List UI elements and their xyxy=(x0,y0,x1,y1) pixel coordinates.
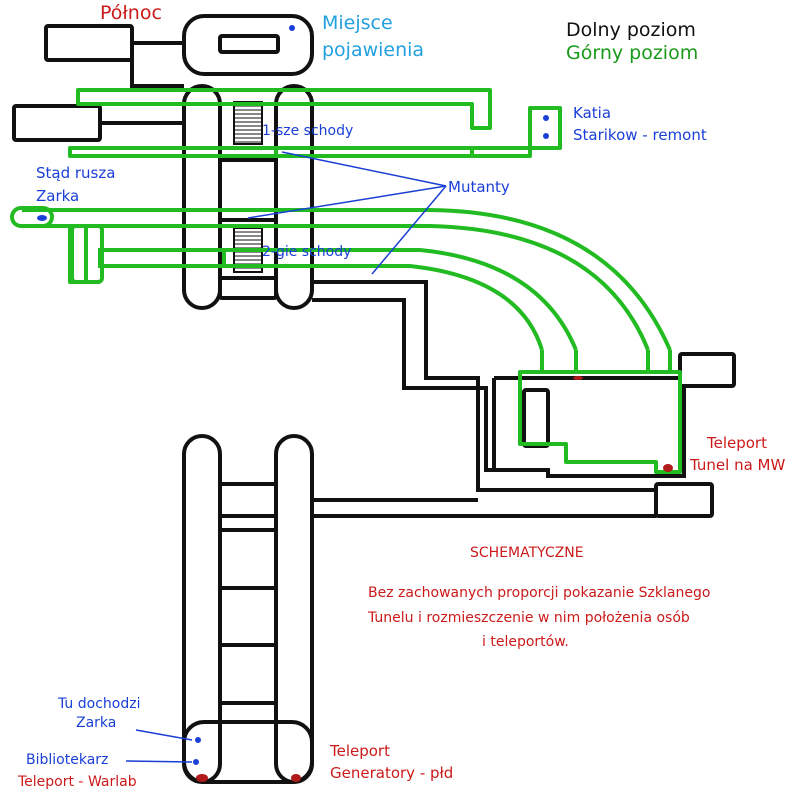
stairs-first-label: 1-sze schody xyxy=(262,123,354,139)
librarian-label: Bibliotekarz xyxy=(26,752,109,768)
curve-band-mid xyxy=(102,248,578,351)
markers-group xyxy=(37,25,673,782)
zarka-start-label-line1: Stąd rusza xyxy=(36,164,116,182)
east-room-upper xyxy=(678,352,736,388)
upper-green-band xyxy=(68,146,474,158)
north-spawn-frame xyxy=(182,14,314,76)
east-green-drops xyxy=(540,350,672,372)
second-stairs-band xyxy=(98,248,226,268)
spawn-marker xyxy=(289,25,295,31)
mutant-line-2 xyxy=(247,185,447,219)
lower-level-corridors xyxy=(12,14,736,784)
curve-band-inner xyxy=(102,264,544,351)
katia-marker-1 xyxy=(543,115,549,121)
upper-middle-bar-2 xyxy=(218,276,278,300)
zarka-end-label-line1: Tu dochodzi xyxy=(58,696,141,712)
stairs-second-label: 2-gie schody xyxy=(262,244,352,260)
mutant-line-1 xyxy=(281,151,447,187)
zarka-start-label-line2: Zarka xyxy=(36,187,80,205)
teleport-mw-label-line1: Teleport xyxy=(707,434,767,452)
zarka-end-line xyxy=(135,729,193,741)
south-hub xyxy=(182,720,314,784)
east-green-loop xyxy=(518,370,682,474)
east-inner-slot xyxy=(522,388,550,448)
upper-middle-bar-1 xyxy=(218,158,278,222)
zarka-end-marker xyxy=(195,737,201,743)
legend-upper-level: Górny poziom xyxy=(566,42,699,64)
teleport-mw-marker xyxy=(663,464,673,472)
north-link-vertical xyxy=(130,43,184,88)
east-room-lower xyxy=(654,482,714,518)
zarka-end-label-line2: Zarka xyxy=(76,715,117,731)
teleport-mw-label-line2: Tunel na MW xyxy=(690,456,786,474)
upper-level-corridors xyxy=(10,88,682,474)
spawn-label-line1: Miejsce xyxy=(322,12,393,34)
north-label: Północ xyxy=(100,2,162,24)
description-line2: Tunelu i rozmieszczenie w nim położenia … xyxy=(368,610,690,626)
stairs-group xyxy=(233,101,263,273)
east-basin xyxy=(492,378,686,478)
mutants-label: Mutanty xyxy=(448,178,510,196)
zarka-start-corridor xyxy=(22,208,672,351)
teleport-generators-label-line2: Generatory - płd xyxy=(330,764,454,782)
east-trunk-outer xyxy=(312,280,656,492)
legend-lower-level: Dolny poziom xyxy=(566,19,696,41)
north-west-room xyxy=(44,24,134,62)
zarka-start-endcap xyxy=(10,206,54,228)
teleport-generators-marker xyxy=(291,774,301,782)
annotation-lines xyxy=(125,151,447,763)
mutant-line-3 xyxy=(371,185,447,275)
katia-marker-2 xyxy=(543,133,549,139)
katia-label-line1: Katia xyxy=(573,104,612,122)
librarian-marker xyxy=(193,759,199,765)
upper-left-pillar xyxy=(182,84,222,310)
top-green-loop xyxy=(76,88,492,130)
zarka-start-marker xyxy=(37,215,47,221)
east-connector-marker xyxy=(573,376,583,380)
teleport-generators-label-line1: Teleport xyxy=(330,742,390,760)
librarian-line xyxy=(125,760,193,763)
upper-right-pillar xyxy=(274,84,314,310)
east-trunk-inner xyxy=(312,298,494,472)
teleport-warlab-label: Teleport - Warlab xyxy=(18,774,137,790)
lower-room-1 xyxy=(218,482,278,518)
description-line1: Bez zachowanych proporcji pokazanie Szkl… xyxy=(368,585,711,601)
katia-label-line2: Starikow - remont xyxy=(573,126,707,144)
lower-room-3 xyxy=(218,643,278,705)
spawn-label-line2: pojawienia xyxy=(322,39,425,61)
curve-band-outer xyxy=(102,224,650,351)
description-line3: i teleportów. xyxy=(482,634,569,650)
schematic-label: SCHEMATYCZNE xyxy=(470,545,584,561)
west-room xyxy=(12,104,102,142)
lower-room-2 xyxy=(218,528,278,590)
first-stairs-frame xyxy=(233,101,263,145)
teleport-warlab-marker xyxy=(196,774,208,782)
north-spawn-window xyxy=(218,34,280,54)
